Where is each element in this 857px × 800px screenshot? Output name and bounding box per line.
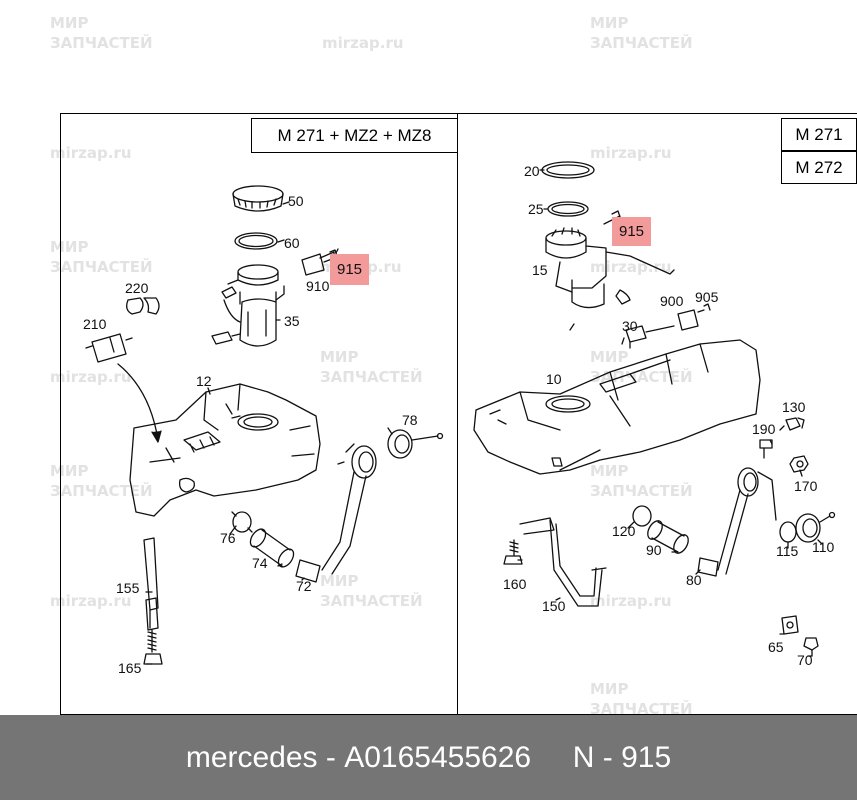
watermark-text: mirzap.ru — [50, 368, 132, 386]
watermark-text: mirzap.ru — [590, 144, 672, 162]
watermark-text: МИР — [320, 572, 359, 590]
part-label: 130 — [782, 399, 806, 415]
part-label: 900 — [660, 293, 684, 309]
part-label: 12 — [196, 373, 212, 389]
watermark-text: ЗАПЧАСТЕЙ — [590, 34, 693, 52]
highlight-label-right[interactable]: 915 — [612, 217, 651, 246]
watermark-text: mirzap.ru — [590, 258, 672, 276]
arrow-line — [117, 363, 159, 441]
part-label: 72 — [296, 578, 312, 594]
watermark-text: ЗАПЧАСТЕЙ — [50, 482, 153, 500]
part-label: 120 — [612, 523, 636, 539]
watermark-text: МИР — [590, 14, 629, 32]
hose-clamp-left — [232, 511, 252, 533]
engine-tag-right-1: M 271 — [781, 118, 857, 151]
right-diagram-panel — [457, 113, 857, 715]
filler-cap-right — [779, 511, 836, 543]
part-label: 60 — [284, 235, 300, 251]
tank-strap-right — [519, 517, 607, 607]
part-label: 10 — [546, 371, 562, 387]
tank-strap-left — [143, 537, 159, 631]
part-label: 15 — [532, 262, 548, 278]
part-label: 910 — [306, 278, 330, 294]
part-label: 110 — [812, 539, 835, 555]
part-label: 220 — [125, 280, 149, 296]
watermark-text: mirzap.ru — [50, 144, 132, 162]
watermark-text: mirzap.ru — [50, 592, 132, 610]
part-label: 70 — [797, 652, 813, 668]
footer-gap — [531, 741, 573, 775]
watermark-text: ЗАПЧАСТЕЙ — [590, 700, 693, 718]
part-label: 160 — [503, 576, 527, 592]
bolt-left — [143, 629, 163, 665]
part-number[interactable]: A0165455626 — [344, 740, 532, 774]
lock-ring-right — [541, 161, 595, 179]
hose-clamp-right — [632, 505, 652, 527]
watermark-text: mirzap.ru — [590, 592, 672, 610]
watermark-text: ЗАПЧАСТЕЙ — [50, 34, 153, 52]
watermark-text: МИР — [590, 348, 629, 366]
parts-drawing — [85, 161, 836, 665]
watermark-text: МИР — [590, 462, 629, 480]
brand-name: mercedes — [185, 740, 318, 774]
part-label: 90 — [646, 542, 662, 558]
watermark-text: ЗАПЧАСТЕЙ — [590, 482, 693, 500]
clip-part — [126, 297, 160, 315]
part-label: 65 — [768, 639, 784, 655]
watermark-text: МИР — [50, 462, 89, 480]
watermark-text: МИР — [50, 238, 89, 256]
engine-tag-left: M 271 + MZ2 + MZ8 — [251, 118, 458, 153]
part-label: 150 — [542, 598, 566, 614]
hose-left — [249, 528, 295, 568]
position-label: N - 915 — [572, 740, 672, 774]
lock-ring-part — [232, 185, 284, 212]
filler-cap-part — [387, 429, 444, 459]
bolt-160 — [503, 539, 523, 565]
filler-neck-right — [697, 467, 777, 577]
part-label: 50 — [288, 193, 304, 209]
part-label: 190 — [752, 421, 776, 437]
watermark-text: МИР — [320, 348, 359, 366]
highlight-label-left[interactable]: 915 — [330, 254, 369, 285]
fuel-tank-right — [473, 339, 761, 475]
fuel-tank-left — [129, 383, 321, 517]
watermark-text: ЗАПЧАСТЕЙ — [320, 592, 423, 610]
part-label: 76 — [220, 530, 236, 546]
part-label: 74 — [252, 555, 268, 571]
diagram-stage: МИР ЗАПЧАСТЕЙ mirzap.ru МИР ЗАПЧАСТЕЙ mi… — [50, 14, 857, 718]
part-label: 80 — [686, 572, 702, 588]
nut-170 — [789, 455, 809, 473]
watermark-text: ЗАПЧАСТЕЙ — [50, 258, 153, 276]
part-label: 210 — [83, 316, 107, 332]
connector-part — [677, 303, 711, 331]
fuel-filter-part — [85, 333, 133, 363]
fuel-pump-module — [211, 264, 285, 347]
clip-right — [785, 417, 805, 431]
filler-neck-left — [295, 443, 377, 583]
part-label: 115 — [776, 543, 799, 559]
part-label: 905 — [695, 289, 719, 305]
part-label: 35 — [284, 313, 300, 329]
part-label: 20 — [524, 163, 540, 179]
part-label: 155 — [116, 580, 140, 596]
watermark-text: МИР — [590, 680, 629, 698]
watermark-text: ЗАПЧАСТЕЙ — [590, 368, 693, 386]
engine-tag-right-2: M 272 — [781, 151, 857, 184]
part-info-footer: mercedes - A0165455626 N - 915 — [0, 715, 857, 800]
part-label: 170 — [794, 478, 818, 494]
watermark-text: ЗАПЧАСТЕЙ — [320, 368, 423, 386]
bolt-190 — [759, 439, 773, 459]
fuel-pump-module-right — [545, 227, 675, 309]
seal-ring-part — [234, 232, 278, 250]
wiring-connector — [621, 325, 675, 349]
hose-right — [647, 520, 689, 554]
footer-separator: - — [317, 740, 345, 774]
part-label: 78 — [402, 412, 418, 428]
part-label: 25 — [528, 201, 544, 217]
watermark-text: mirzap.ru — [322, 34, 404, 52]
clip-nut-65-70 — [781, 615, 819, 657]
part-label: 30 — [622, 318, 638, 334]
watermark-text: МИР — [50, 14, 89, 32]
part-label: 165 — [118, 660, 142, 676]
